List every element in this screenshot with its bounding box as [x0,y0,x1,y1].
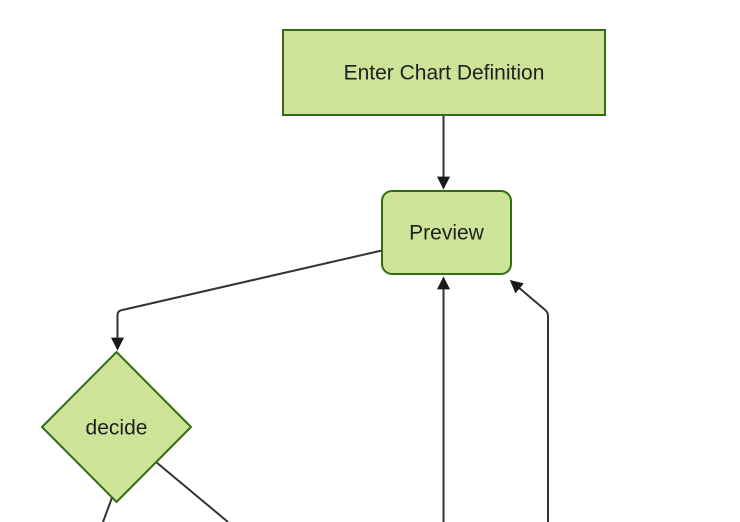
edge-preview-to-decide [111,249,385,351]
enter-chart-definition-rect [282,29,606,116]
decide-label: decide [86,417,148,440]
decide-diamond [40,350,193,504]
preview-rounded-rect [381,190,512,275]
edge-layer [102,115,549,522]
node-layer: Enter Chart Definition Preview decide [40,29,606,504]
node-decide: decide [40,350,193,504]
edge-decide-to-offscreen-left [102,494,114,522]
preview-label: Preview [409,222,485,245]
node-preview: Preview [381,190,512,275]
node-enter-chart-definition: Enter Chart Definition [282,29,606,116]
edge-bottom-right-to-preview [509,279,549,522]
enter-chart-definition-label: Enter Chart Definition [344,62,545,85]
edge-decide-to-offscreen-right [149,456,229,522]
